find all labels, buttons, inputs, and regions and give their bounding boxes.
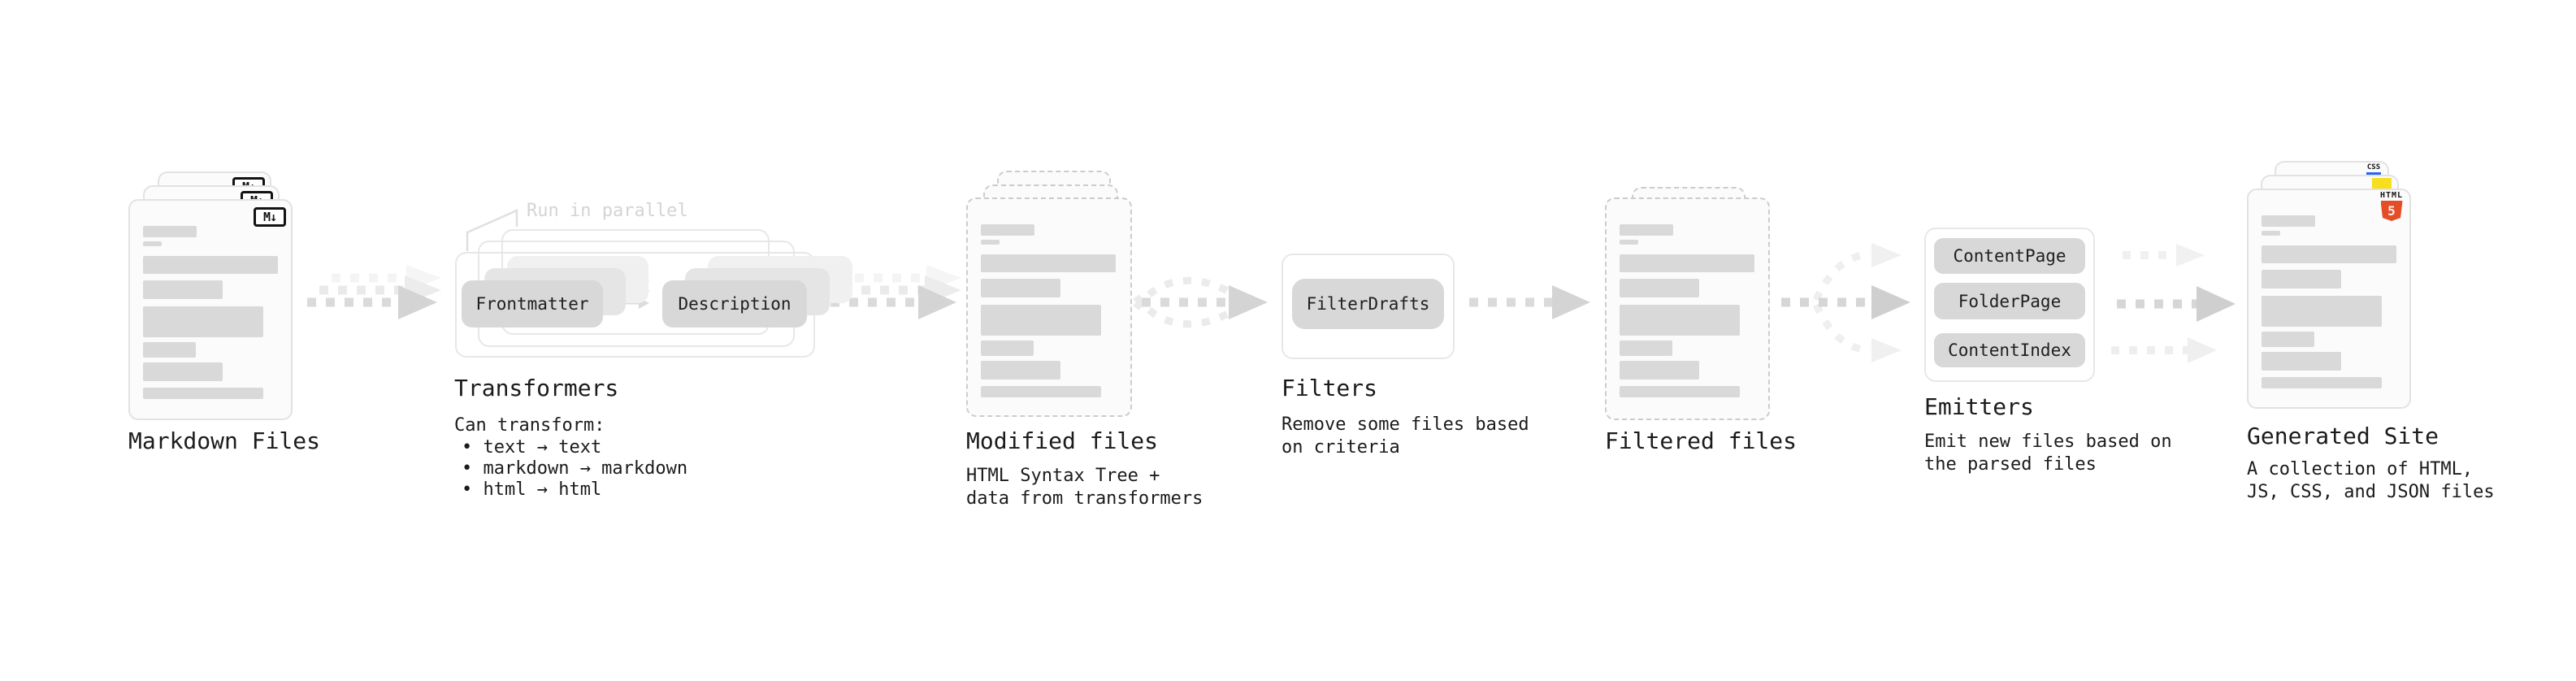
arrow-markdown-to-transformers xyxy=(307,265,441,319)
stage-label-filtered-files: Filtered files xyxy=(1605,427,1798,454)
stage-label-transformers: Transformers xyxy=(454,375,619,401)
text-line-placeholder xyxy=(1620,254,1754,272)
text-line-placeholder xyxy=(143,241,162,246)
transform-bullet: • html → html xyxy=(462,479,602,500)
text-line-placeholder xyxy=(981,386,1101,397)
text-line-placeholder xyxy=(2262,231,2280,236)
css-icon-bar xyxy=(2366,172,2381,176)
stage-label-filters: Filters xyxy=(1281,375,1378,401)
run-in-parallel-annotation: Run in parallel xyxy=(527,201,688,221)
text-line-placeholder xyxy=(981,224,1034,236)
generated-file-card xyxy=(2247,189,2411,409)
text-line-placeholder xyxy=(2262,270,2341,288)
transform-bullet: • text → text xyxy=(462,437,602,458)
folderpage-chip: FolderPage xyxy=(1934,283,2085,319)
html5-icon-word: HTML xyxy=(2379,191,2404,200)
emitters-frame xyxy=(1924,228,2095,382)
text-line-placeholder xyxy=(143,306,263,337)
stage-label-modified-files: Modified files xyxy=(966,427,1159,454)
arrow-filters-to-filtered xyxy=(1469,285,1590,319)
stage-label-generated-site: Generated Site xyxy=(2247,423,2439,449)
text-line-placeholder xyxy=(1620,240,1638,245)
css3-icon: CSS xyxy=(2363,164,2384,176)
css-icon-word: CSS xyxy=(2366,163,2381,171)
text-line-placeholder xyxy=(143,226,197,237)
text-line-placeholder xyxy=(143,256,278,274)
contentindex-chip: ContentIndex xyxy=(1934,333,2085,367)
text-line-placeholder xyxy=(2262,245,2396,263)
text-line-placeholder xyxy=(143,362,223,381)
text-line-placeholder xyxy=(1620,279,1699,297)
text-line-placeholder xyxy=(981,279,1060,297)
text-line-placeholder xyxy=(2262,215,2315,227)
modified-file-card xyxy=(966,197,1132,417)
frontmatter-chip: Frontmatter xyxy=(462,280,603,327)
arrow-emitters-to-generated xyxy=(2111,244,2236,363)
text-line-placeholder xyxy=(2262,377,2382,388)
generated-site-caption: A collection of HTML, JS, CSS, and JSON … xyxy=(2247,459,2495,502)
text-line-placeholder xyxy=(2262,296,2382,327)
html5-icon-shield: 5 xyxy=(2380,201,2403,221)
text-line-placeholder xyxy=(981,361,1060,380)
emitters-caption: Emit new files based on the parsed files xyxy=(1924,432,2172,475)
html5-icon: HTML 5 xyxy=(2378,192,2405,221)
text-line-placeholder xyxy=(1620,386,1740,397)
text-line-placeholder xyxy=(2262,352,2341,371)
filtered-file-card xyxy=(1605,197,1770,420)
markdown-file-card xyxy=(128,199,293,420)
contentpage-chip: ContentPage xyxy=(1934,238,2085,274)
stage-label-emitters: Emitters xyxy=(1924,393,2034,420)
arrow-modified-to-filters xyxy=(1133,276,1268,328)
text-line-placeholder xyxy=(1620,305,1740,336)
description-chip: Description xyxy=(662,280,807,327)
transformers-bullet-list: • text → text • markdown → markdown • ht… xyxy=(462,437,687,501)
text-line-placeholder xyxy=(143,388,263,399)
modified-files-caption: HTML Syntax Tree + data from transformer… xyxy=(966,466,1203,509)
text-line-placeholder xyxy=(981,340,1034,356)
filters-caption: Remove some files based on criteria xyxy=(1281,414,1529,458)
text-line-placeholder xyxy=(143,342,196,358)
text-line-placeholder xyxy=(981,240,1000,245)
filters-frame xyxy=(1281,254,1455,359)
filterdrafts-chip: FilterDrafts xyxy=(1292,279,1444,329)
arrow-filtered-to-emitters xyxy=(1781,243,1910,362)
text-line-placeholder xyxy=(1620,340,1672,356)
transformers-caption-intro: Can transform: xyxy=(454,415,605,436)
text-line-placeholder xyxy=(1620,224,1673,236)
text-line-placeholder xyxy=(1620,361,1699,380)
text-line-placeholder xyxy=(2262,332,2314,347)
text-line-placeholder xyxy=(981,305,1101,336)
text-line-placeholder xyxy=(981,254,1116,272)
text-line-placeholder xyxy=(143,280,223,299)
markdown-icon: M↓ xyxy=(254,207,286,227)
transform-bullet: • markdown → markdown xyxy=(462,458,688,479)
stage-label-markdown-files: Markdown Files xyxy=(128,427,321,454)
